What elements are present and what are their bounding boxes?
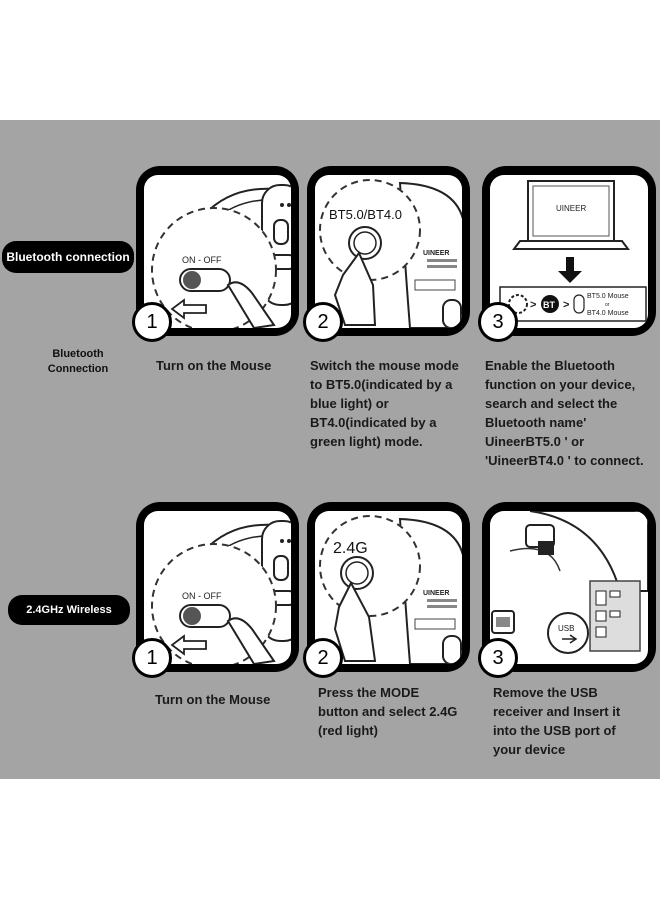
description-line: Enable the Bluetooth [485, 358, 615, 373]
svg-text:>: > [563, 299, 569, 311]
description-line: button and select 2.4G [318, 704, 458, 719]
description-line: 'UineerBT4.0 ' to connect. [485, 453, 644, 468]
step-number-badge: 1 [132, 638, 172, 678]
description-line: your device [493, 742, 566, 757]
device-or: or [605, 302, 610, 308]
device-name-2: BT4.0 Mouse [587, 310, 629, 317]
description-line: to BT5.0(indicated by a [310, 377, 453, 392]
mode-callout: 2.4G [333, 540, 368, 557]
svg-text:>: > [530, 299, 536, 311]
bt-step3-description: Enable the Bluetooth function on your de… [485, 356, 644, 470]
description-line: Switch the mouse mode [310, 358, 459, 373]
description-line: Press the MODE [318, 685, 420, 700]
mouse-brand-label: UINEER [423, 250, 449, 257]
w-step2-card: UINEER 2.4G 2 [303, 502, 470, 678]
bluetooth-side-label-line1: Bluetooth [52, 348, 104, 360]
laptop-brand: UINEER [556, 204, 586, 213]
step-number-badge: 1 [132, 302, 172, 342]
description-line: Turn on the Mouse [156, 358, 272, 373]
mouse-mode-button-illustration: UINEER BT5.0/BT4.0 [319, 179, 462, 328]
bluetooth-connection-label: Bluetooth connection [2, 241, 134, 273]
w-step3-illustration: USB [490, 511, 648, 664]
mouse-power-switch-illustration: ON - OFF [151, 520, 291, 664]
description-line: receiver and Insert it [493, 704, 621, 719]
description-line: into the USB port of [493, 723, 616, 738]
bt-badge: BT [543, 300, 555, 310]
description-line: search and select the [485, 396, 618, 411]
mode-callout: BT5.0/BT4.0 [329, 207, 402, 222]
bluetooth-side-label: Bluetooth Connection [36, 347, 120, 377]
step-number-badge: 3 [478, 638, 518, 678]
mouse-mode-button-illustration: UINEER 2.4G [319, 515, 462, 664]
description-line: function on your device, [485, 377, 636, 392]
description-line: UineerBT5.0 ' or [485, 434, 585, 449]
description-line: Turn on the Mouse [155, 692, 271, 707]
bt-step3-illustration: UINEER > BT > BT5.0 Mouse or BT4.0 Mouse [490, 175, 648, 328]
switch-label: ON - OFF [182, 591, 222, 601]
w-step1-card: ON - OFF 1 [132, 502, 299, 678]
description-line: (red light) [318, 723, 378, 738]
description-line: Remove the USB [493, 685, 598, 700]
usb-receiver-illustration: USB [491, 511, 648, 654]
mouse-brand-label: UINEER [423, 590, 449, 597]
bt-step1-description: Turn on the Mouse [156, 356, 271, 375]
mouse-power-switch-illustration: ON - OFF [151, 184, 291, 328]
bt-step1-card: ON - OFF 1 [132, 166, 299, 342]
bt-step3-card: UINEER > BT > BT5.0 Mouse or BT4.0 Mouse… [478, 166, 656, 342]
w-step3-card: USB 3 [478, 502, 656, 678]
bt-step2-card: UINEER BT5.0/BT4.0 2 [303, 166, 470, 342]
bt-step2-description: Switch the mouse mode to BT5.0(indicated… [310, 356, 459, 451]
w-step2-illustration: UINEER 2.4G [315, 511, 462, 664]
wireless-2-4ghz-label: 2.4GHz Wireless [8, 595, 130, 625]
w-step2-description: Press the MODE button and select 2.4G (r… [318, 683, 457, 740]
step-number-badge: 2 [303, 638, 343, 678]
device-name-1: BT5.0 Mouse [587, 293, 629, 300]
description-line: blue light) or [310, 396, 389, 411]
bt-step1-illustration: ON - OFF [144, 175, 291, 328]
switch-label: ON - OFF [182, 255, 222, 265]
usb-label: USB [558, 624, 574, 633]
description-line: BT4.0(indicated by a [310, 415, 437, 430]
description-line: green light) mode. [310, 434, 423, 449]
w-step3-description: Remove the USB receiver and Insert it in… [493, 683, 620, 759]
description-line: Bluetooth name' [485, 415, 587, 430]
bt-step2-illustration: UINEER BT5.0/BT4.0 [315, 175, 462, 328]
w-step1-illustration: ON - OFF [144, 511, 291, 664]
step-number-badge: 2 [303, 302, 343, 342]
w-step1-description: Turn on the Mouse [155, 690, 270, 709]
bluetooth-side-label-line2: Connection [47, 363, 109, 375]
bluetooth-pairing-illustration: UINEER > BT > BT5.0 Mouse or BT4.0 Mouse [499, 180, 647, 322]
step-number-badge: 3 [478, 302, 518, 342]
